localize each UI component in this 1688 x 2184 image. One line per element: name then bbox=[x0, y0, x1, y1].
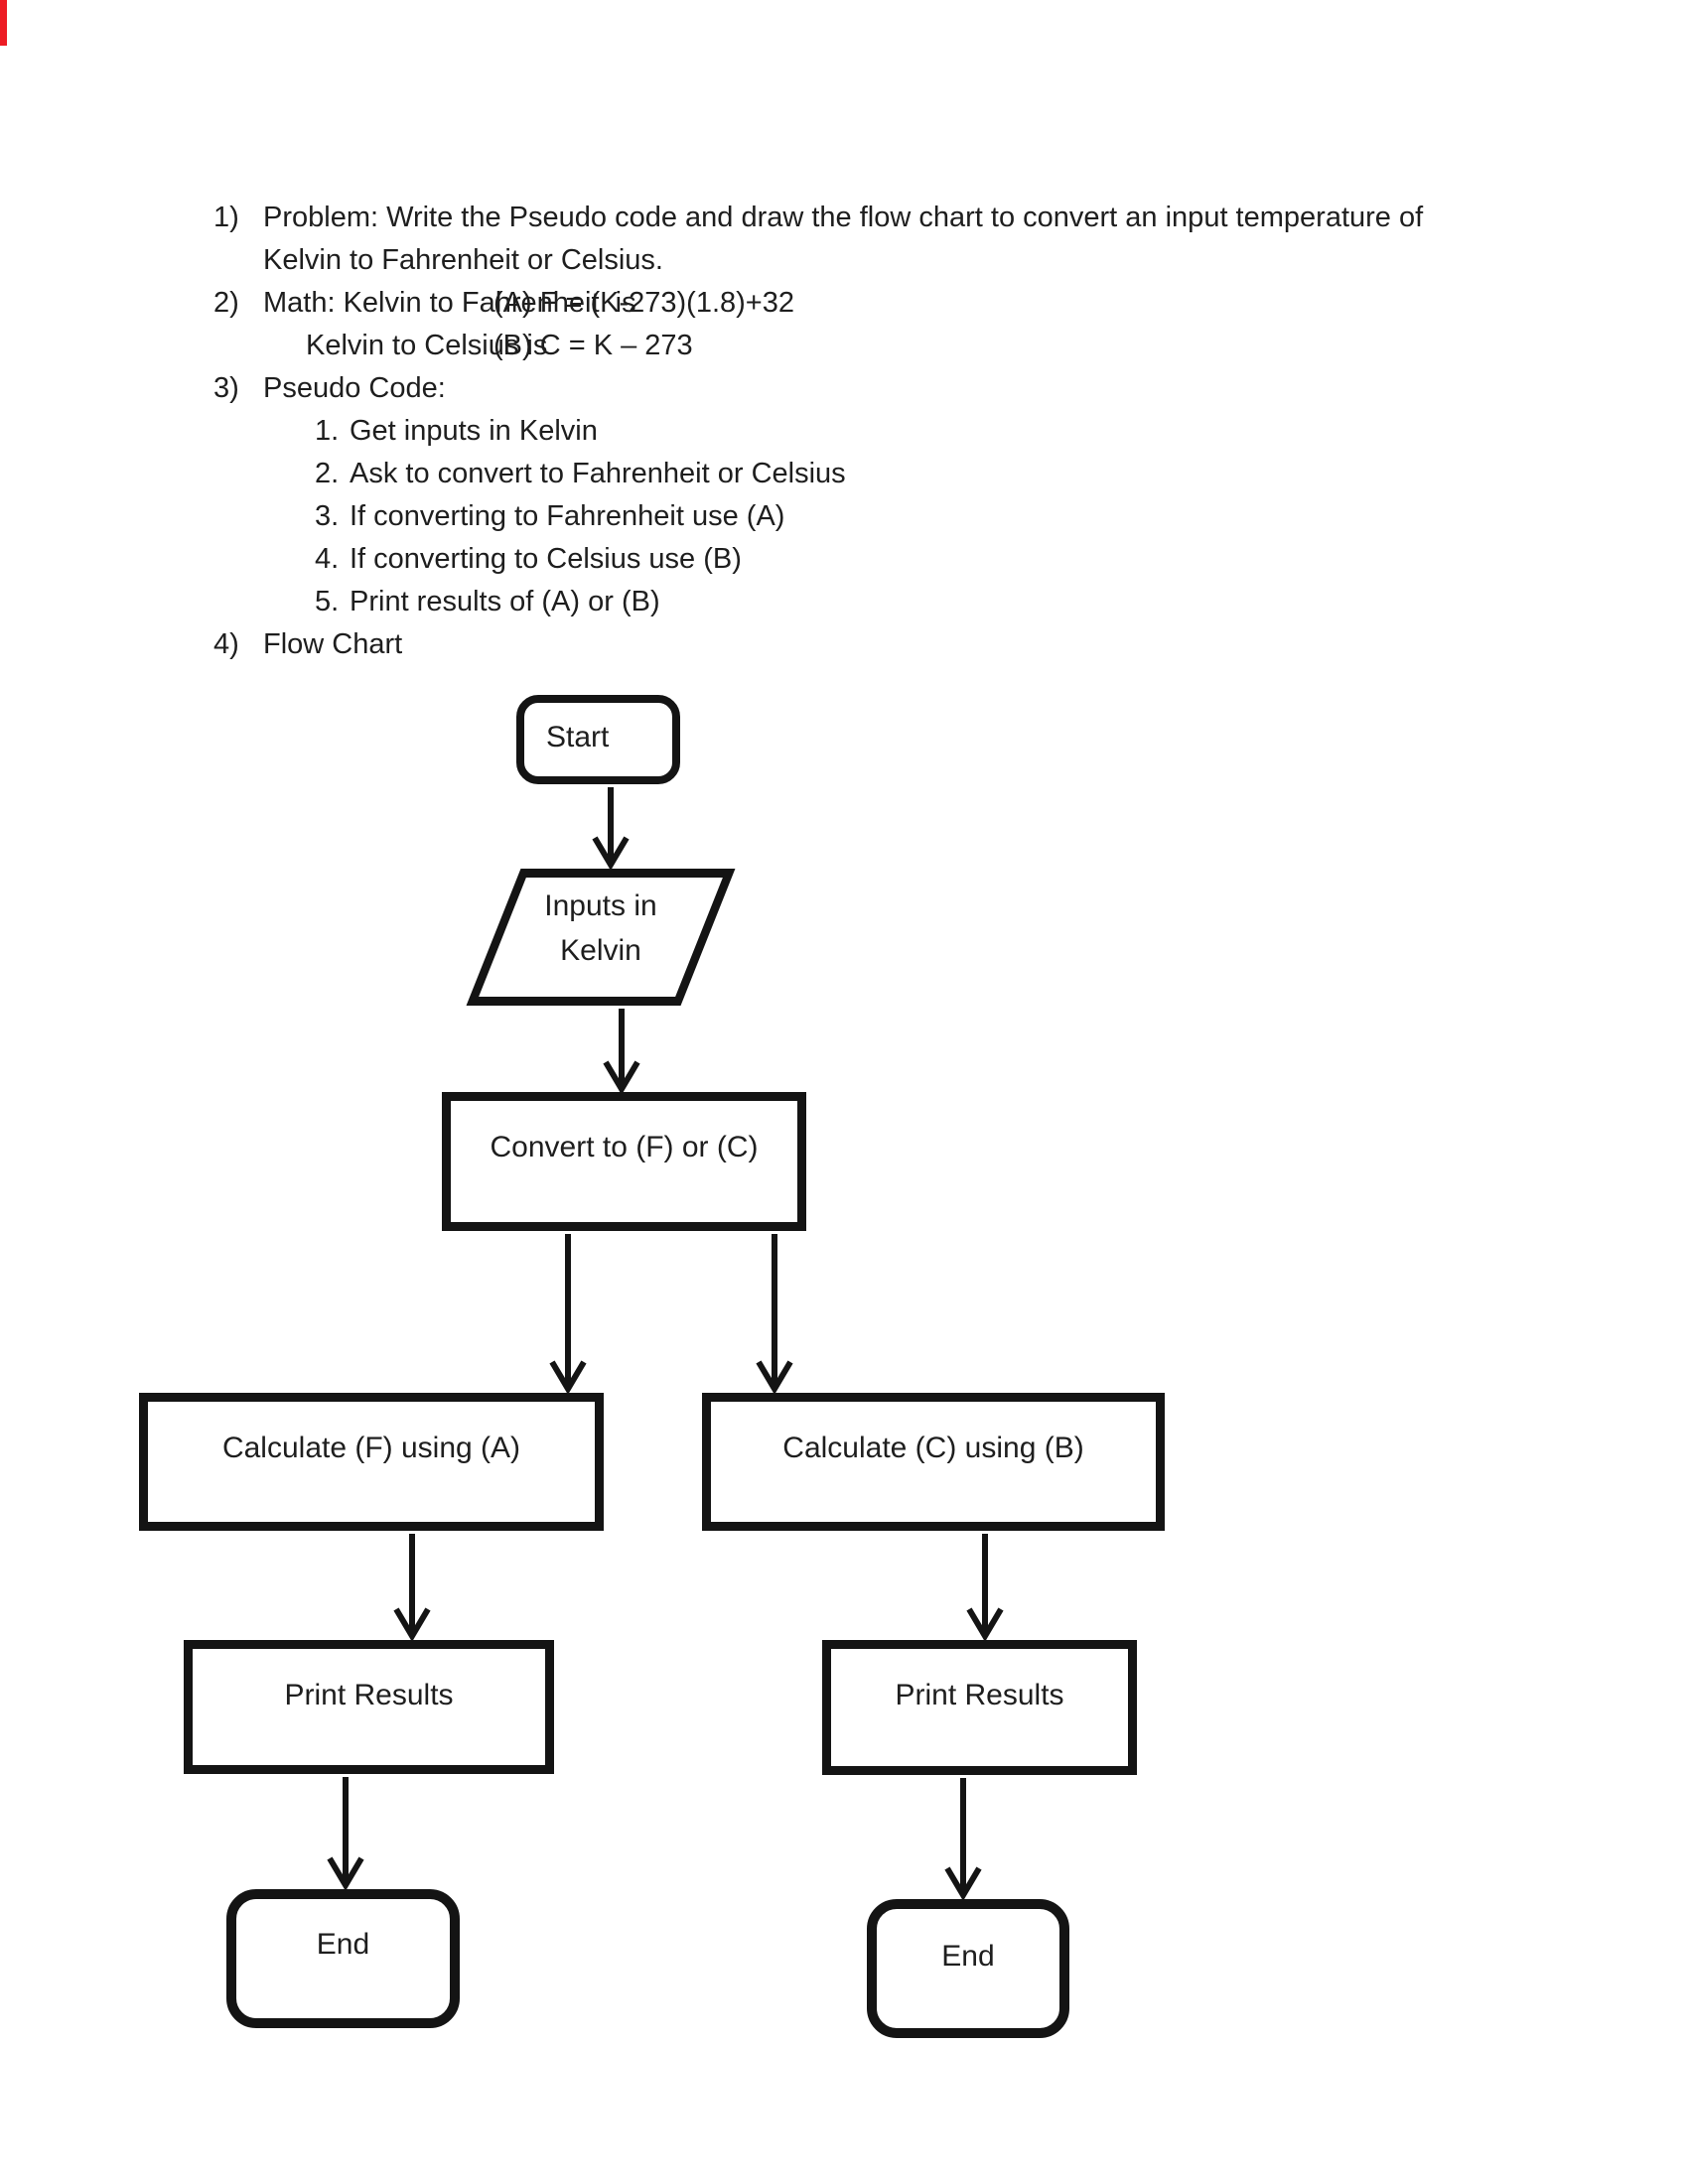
arrow-print-to-end-left bbox=[327, 1777, 364, 1891]
pseudo-step-1-num: 1. bbox=[315, 415, 340, 447]
inputs-label-line-1: Inputs in bbox=[544, 889, 657, 922]
pseudo-step-4: 4. If converting to Celsius use (B) bbox=[213, 538, 1504, 581]
pseudo-step-1: 1. Get inputs in Kelvin bbox=[213, 410, 1504, 453]
arrow-start-to-inputs bbox=[592, 787, 630, 871]
pseudo-step-3-num: 3. bbox=[315, 500, 340, 532]
problem-text-block: 1) Problem: Write the Pseudo code and dr… bbox=[213, 197, 1504, 666]
item-3-heading: 3) Pseudo Code: bbox=[213, 367, 1504, 410]
pseudo-step-5-num: 5. bbox=[315, 586, 340, 617]
end-left-label: End bbox=[316, 1928, 370, 1961]
formula-b: (B) C = K – 273 bbox=[493, 330, 693, 361]
item-4-title: Flow Chart bbox=[263, 628, 403, 660]
formula-a: (A) F = (K-273)(1.8)+32 bbox=[493, 287, 794, 319]
inputs-label-line-2: Kelvin bbox=[560, 934, 641, 967]
item-1-line-1: 1) Problem: Write the Pseudo code and dr… bbox=[213, 197, 1504, 239]
pseudo-step-5-text: Print results of (A) or (B) bbox=[350, 586, 660, 617]
arrow-print-to-end-right bbox=[944, 1778, 982, 1901]
calculate-f-label: Calculate (F) using (A) bbox=[221, 1431, 521, 1464]
pseudo-step-4-num: 4. bbox=[315, 543, 340, 575]
pseudo-step-3: 3. If converting to Fahrenheit use (A) bbox=[213, 495, 1504, 538]
start-label: Start bbox=[546, 721, 610, 753]
item-2-marker: 2) bbox=[213, 287, 239, 319]
item-1-marker: 1) bbox=[213, 202, 239, 233]
red-corner-mark bbox=[0, 0, 7, 46]
pseudo-step-3-text: If converting to Fahrenheit use (A) bbox=[350, 500, 785, 532]
flowchart-node-calculate-c: Calculate (C) using (B) bbox=[702, 1393, 1165, 1531]
arrow-convert-to-calc-c bbox=[756, 1234, 793, 1395]
item-1-text-continued: Kelvin to Fahrenheit or Celsius. bbox=[263, 244, 663, 276]
item-3-title: Pseudo Code: bbox=[263, 372, 446, 404]
end-right-label: End bbox=[941, 1940, 995, 1973]
flowchart-node-end-right: End bbox=[867, 1899, 1069, 2038]
item-1-text: Problem: Write the Pseudo code and draw … bbox=[263, 202, 1424, 233]
arrow-calc-c-to-print bbox=[966, 1534, 1004, 1642]
pseudo-step-2-text: Ask to convert to Fahrenheit or Celsius bbox=[350, 458, 846, 489]
calculate-c-label: Calculate (C) using (B) bbox=[782, 1431, 1084, 1464]
flowchart-node-end-left: End bbox=[226, 1889, 460, 2028]
item-4-heading: 4) Flow Chart bbox=[213, 623, 1504, 666]
arrow-inputs-to-convert bbox=[603, 1009, 640, 1095]
arrow-convert-to-calc-f bbox=[549, 1234, 587, 1395]
flowchart-node-start: Start bbox=[516, 695, 680, 784]
item-2-line-1: 2) Math: Kelvin to Fahrenheit is (A) F =… bbox=[213, 282, 1504, 325]
item-4-marker: 4) bbox=[213, 628, 239, 660]
print-results-left-label: Print Results bbox=[284, 1678, 454, 1711]
flowchart-node-inputs-label: Inputs in Kelvin bbox=[493, 869, 708, 1006]
item-2-math-label: Math: Kelvin to Fahrenheit is bbox=[263, 287, 636, 319]
pseudo-step-5: 5. Print results of (A) or (B) bbox=[213, 581, 1504, 623]
flowchart-node-calculate-f: Calculate (F) using (A) bbox=[139, 1393, 604, 1531]
item-3-marker: 3) bbox=[213, 372, 239, 404]
flowchart-node-print-results-left: Print Results bbox=[184, 1640, 554, 1774]
item-1-line-2: Kelvin to Fahrenheit or Celsius. bbox=[213, 239, 1504, 282]
pseudo-step-4-text: If converting to Celsius use (B) bbox=[350, 543, 742, 575]
flowchart-node-convert: Convert to (F) or (C) bbox=[442, 1092, 806, 1231]
arrow-calc-f-to-print bbox=[393, 1534, 431, 1642]
pseudo-step-2-num: 2. bbox=[315, 458, 340, 489]
convert-label: Convert to (F) or (C) bbox=[490, 1131, 759, 1163]
item-2-line-2: Kelvin to Celsius is (B) C = K – 273 bbox=[213, 325, 1504, 367]
item-2-celsius-label: Kelvin to Celsius is bbox=[306, 330, 548, 361]
pseudo-step-1-text: Get inputs in Kelvin bbox=[350, 415, 598, 447]
print-results-right-label: Print Results bbox=[895, 1679, 1064, 1711]
flowchart-node-print-results-right: Print Results bbox=[822, 1640, 1137, 1775]
pseudo-step-2: 2. Ask to convert to Fahrenheit or Celsi… bbox=[213, 453, 1504, 495]
